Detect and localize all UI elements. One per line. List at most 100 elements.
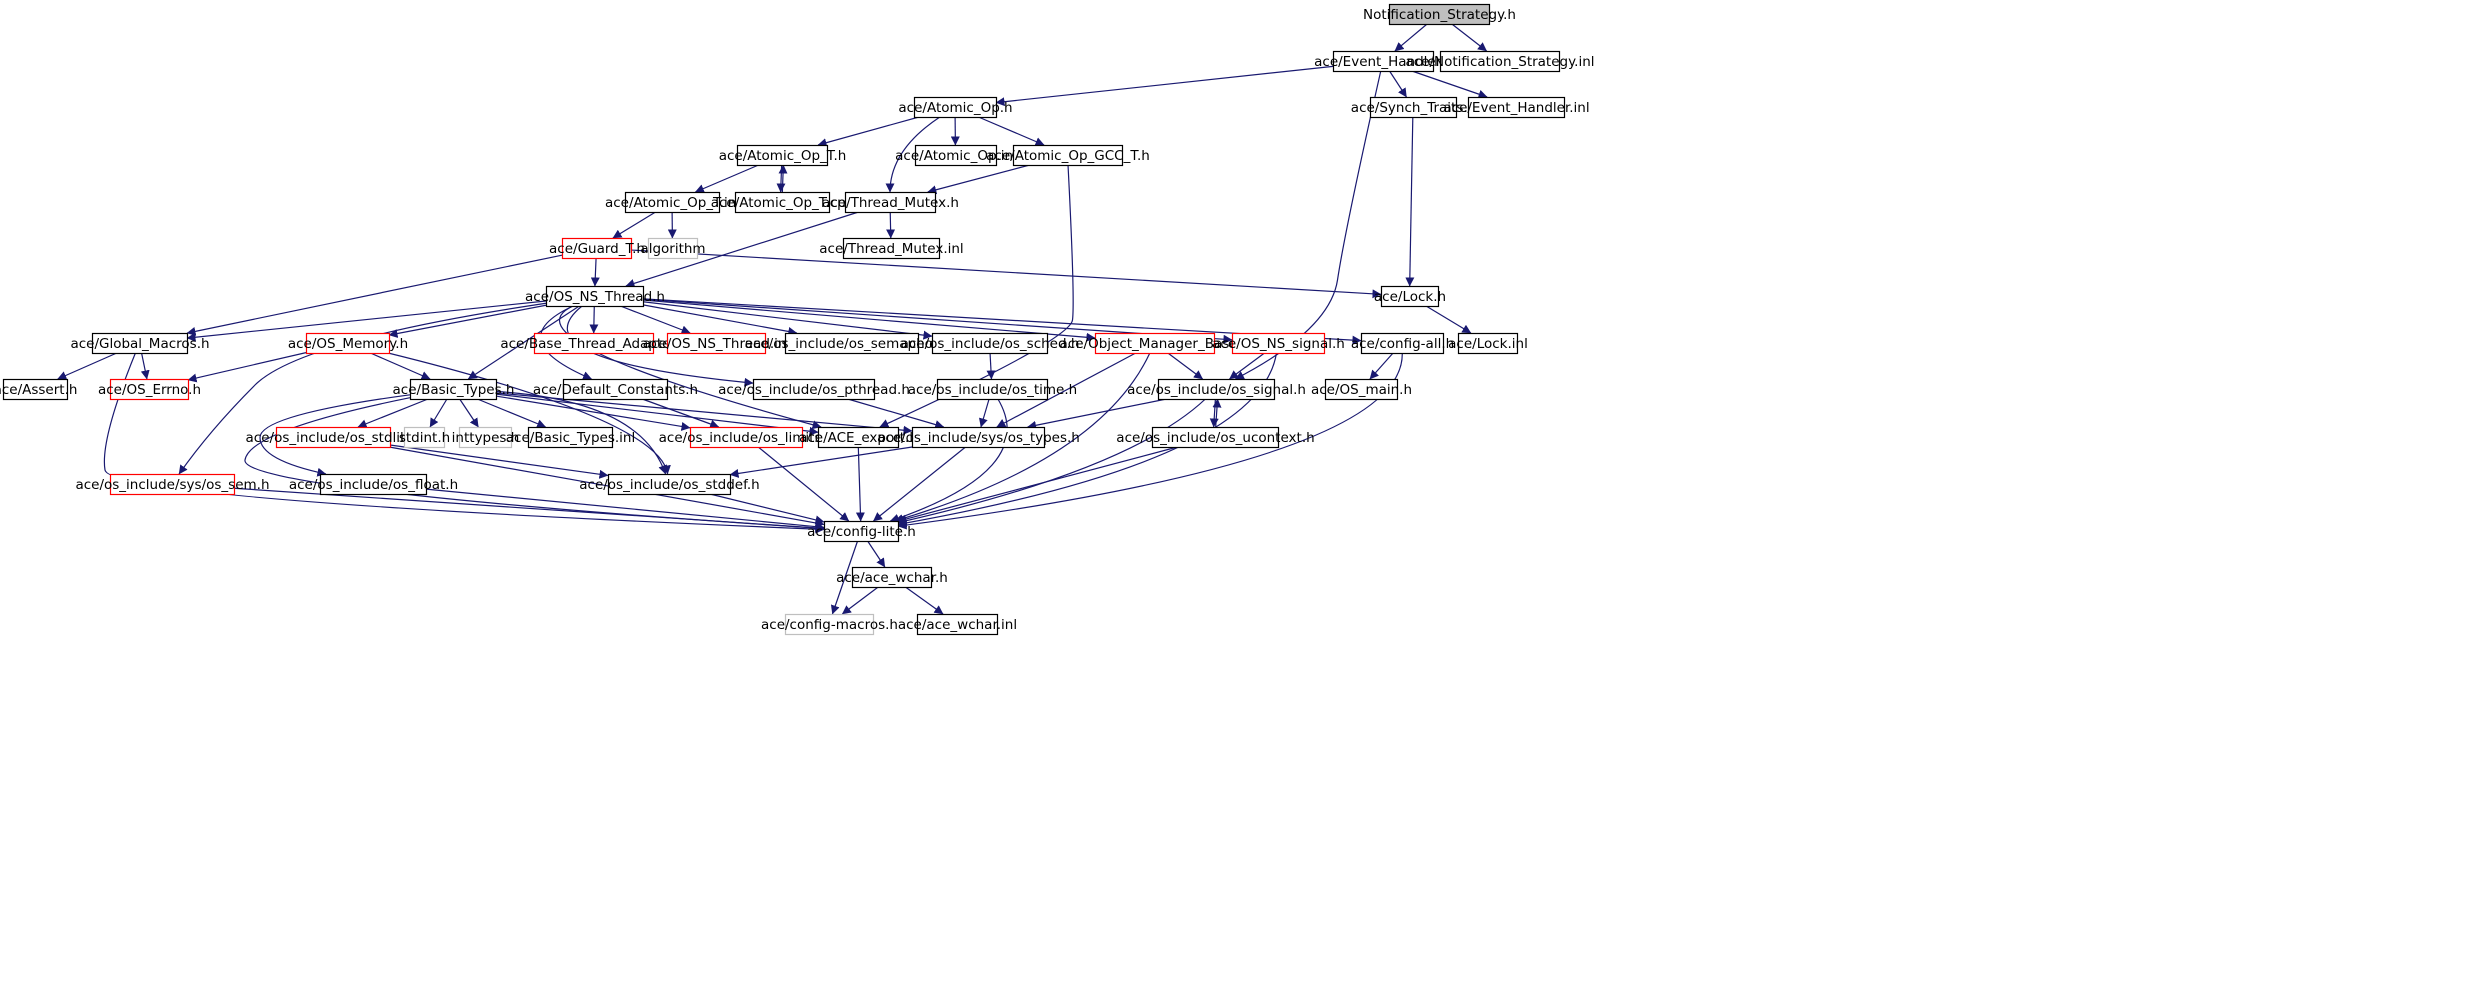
node-guard_t_h[interactable]: ace/Guard_T.h [549, 237, 645, 260]
edges-layer [57, 23, 1488, 615]
node-base_thread_adapter_h[interactable]: ace/Base_Thread_Adapter.h [500, 332, 688, 355]
node-notification_strategy_h[interactable]: Notification_Strategy.h [1363, 3, 1516, 26]
edge-os_memory_h-to-basic_types_h [370, 352, 431, 380]
node-box [458, 426, 513, 449]
node-box [109, 473, 236, 496]
node-label: ace/ace_wchar.h [836, 570, 948, 586]
node-config_lite_h[interactable]: ace/config-lite.h [807, 520, 916, 543]
node-box [1388, 3, 1491, 26]
node-os_float_h[interactable]: ace/os_include/os_float.h [289, 473, 458, 496]
node-os_errno_h[interactable]: ace/OS_Errno.h [98, 378, 201, 401]
node-box [936, 378, 1049, 401]
node-atomic_op_t_inl[interactable]: ace/Atomic_Op_T.inl [605, 191, 740, 214]
node-os_ns_signal_h[interactable]: ace/OS_NS_signal.h [1212, 332, 1345, 355]
node-os_sem_h[interactable]: ace/os_include/sys/os_sem.h [75, 473, 270, 496]
node-os_ucontext_h[interactable]: ace/os_include/os_ucontext.h [1116, 426, 1315, 449]
node-os_ns_thread_inl[interactable]: ace/OS_NS_Thread.inl [643, 332, 790, 355]
node-box [851, 566, 933, 589]
node-label: ace/Global_Macros.h [70, 336, 209, 352]
edge-config_lite_h-to-ace_wchar_h [867, 540, 886, 568]
node-os_pthread_h[interactable]: ace/os_include/os_pthread.h [718, 378, 910, 401]
edge-guard_t_h-to-lock_h [630, 249, 1382, 299]
node-label: Notification_Strategy.h [1363, 7, 1516, 23]
node-box [1369, 96, 1458, 119]
node-box [1157, 378, 1276, 401]
node-atomic_op_t_cpp[interactable]: ace/Atomic_Op_T.cpp [711, 191, 855, 214]
node-default_constants_h[interactable]: ace/Default_Constants.h [533, 378, 698, 401]
edge-atomic_op_t_h-to-atomic_op_t_cpp [776, 164, 786, 193]
node-os_types_h[interactable]: ace/os_include/sys/os_types.h [877, 426, 1080, 449]
edge-config_all_h-to-os_main_h [1369, 352, 1394, 380]
edge-event_handler_h-to-synch_traits_h [1389, 70, 1407, 98]
node-ace_wchar_h[interactable]: ace/ace_wchar.h [836, 566, 948, 589]
node-label: ace/Event_Handler.h [1314, 54, 1453, 70]
node-label: stdint.h [399, 430, 450, 446]
node-label: ace/ACE_export.h [799, 430, 918, 446]
node-label: ace/Assert.h [0, 382, 77, 398]
node-lock_inl[interactable]: ace/Lock.inl [1448, 332, 1528, 355]
node-ace_wchar_inl[interactable]: ace/ace_wchar.inl [898, 613, 1017, 636]
node-label: ace/Atomic_Op_T.h [719, 148, 847, 164]
edge-global_macros_h-to-os_errno_h [140, 352, 150, 380]
node-config_all_h[interactable]: ace/config-all.h [1351, 332, 1454, 355]
node-os_stddef_h[interactable]: ace/os_include/os_stddef.h [579, 473, 760, 496]
node-box [916, 613, 999, 636]
node-thread_mutex_inl[interactable]: ace/Thread_Mutex.inl [819, 237, 964, 260]
node-os_sched_h[interactable]: ace/os_include/os_sched.h [901, 332, 1080, 355]
edge-atomic_op_t_h-to-atomic_op_t_inl [694, 164, 759, 193]
node-event_handler_inl[interactable]: ace/Event_Handler.inl [1443, 96, 1590, 119]
node-label: ace/os_include/sys/os_types.h [877, 430, 1080, 446]
node-algorithm: algorithm [640, 237, 706, 260]
node-box [1231, 332, 1326, 355]
node-basic_types_h[interactable]: ace/Basic_Types.h [393, 378, 515, 401]
node-synch_traits_h[interactable]: ace/Synch_Traits.h [1351, 96, 1476, 119]
node-box [784, 332, 920, 355]
node-atomic_op_t_h[interactable]: ace/Atomic_Op_T.h [719, 144, 847, 167]
nodes-layer: Notification_Strategy.h ace/Event_Handler… [0, 3, 1595, 636]
node-os_ns_thread_h[interactable]: ace/OS_NS_Thread.h [525, 285, 665, 308]
node-label: ace/os_include/os_ucontext.h [1116, 430, 1314, 446]
node-atomic_op_gcc_t_h[interactable]: ace/Atomic_Op_GCC_T.h [986, 144, 1150, 167]
node-assert_h[interactable]: ace/Assert.h [0, 378, 77, 401]
node-os_signal_h[interactable]: ace/os_include/os_signal.h [1127, 378, 1306, 401]
edge-basic_types_h-to-os_float_h [259, 394, 411, 477]
node-os_main_h[interactable]: ace/OS_main.h [1311, 378, 1412, 401]
node-box [1439, 50, 1561, 73]
node-box [666, 332, 767, 355]
edge-os_ns_thread_h-to-os_semaphore_h [642, 304, 798, 336]
node-label: ace/os_include/os_float.h [289, 477, 458, 493]
node-object_manager_base_h[interactable]: ace/Object_Manager_Base.h [1060, 332, 1251, 355]
edge-os_time_h-to-os_types_h [978, 398, 990, 428]
node-notification_strategy_inl[interactable]: ace/Notification_Strategy.inl [1405, 50, 1595, 73]
edge-os_stddef_h-to-config_lite_h [709, 493, 825, 525]
node-box [1012, 144, 1124, 167]
edge-object_manager_base_h-to-config_lite_h [894, 352, 1151, 523]
node-os_memory_h[interactable]: ace/OS_Memory.h [288, 332, 408, 355]
edge-default_constants_h-to-os_limits_h [642, 398, 720, 429]
node-ace_export_h[interactable]: ace/ACE_export.h [799, 426, 918, 449]
node-box [403, 426, 446, 449]
node-label: inttypes.h [452, 430, 520, 446]
edge-os_memory_h-to-os_errno_h [187, 352, 307, 383]
edge-atomic_op_h-to-atomic_op_t_h [817, 116, 920, 148]
node-lock_h[interactable]: ace/Lock.h [1374, 285, 1446, 308]
node-event_handler_h[interactable]: ace/Event_Handler.h [1314, 50, 1453, 73]
node-atomic_op_h[interactable]: ace/Atomic_Op.h [898, 96, 1013, 119]
node-global_macros_h[interactable]: ace/Global_Macros.h [70, 332, 210, 355]
node-os_time_h[interactable]: ace/os_include/os_time.h [908, 378, 1077, 401]
edge-atomic_op_h-to-atomic_op_gcc_t_h [978, 116, 1045, 146]
node-config_macros_h: ace/config-macros.h [761, 613, 898, 636]
node-label: ace/config-all.h [1351, 336, 1454, 352]
node-os_semaphore_h[interactable]: ace/os_include/os_semaphore.h [745, 332, 960, 355]
edge-atomic_op_h-to-thread_mutex_h [885, 116, 941, 193]
node-basic_types_inl[interactable]: ace/Basic_Types.inl [506, 426, 635, 449]
node-atomic_op_inl[interactable]: ace/Atomic_Op.inl [895, 144, 1017, 167]
node-os_limits_h[interactable]: ace/os_include/os_limits.h [659, 426, 835, 449]
edge-basic_types_h-to-config_lite_h [244, 397, 825, 533]
node-os_stdlib_h[interactable]: ace/os_include/os_stdlib.h [246, 426, 422, 449]
node-label: ace/OS_NS_signal.h [1212, 336, 1345, 352]
node-thread_mutex_h[interactable]: ace/Thread_Mutex.h [822, 191, 959, 214]
edge-os_ucontext_h-to-os_signal_h [1212, 398, 1222, 428]
node-box [109, 378, 190, 401]
node-box [784, 613, 875, 636]
